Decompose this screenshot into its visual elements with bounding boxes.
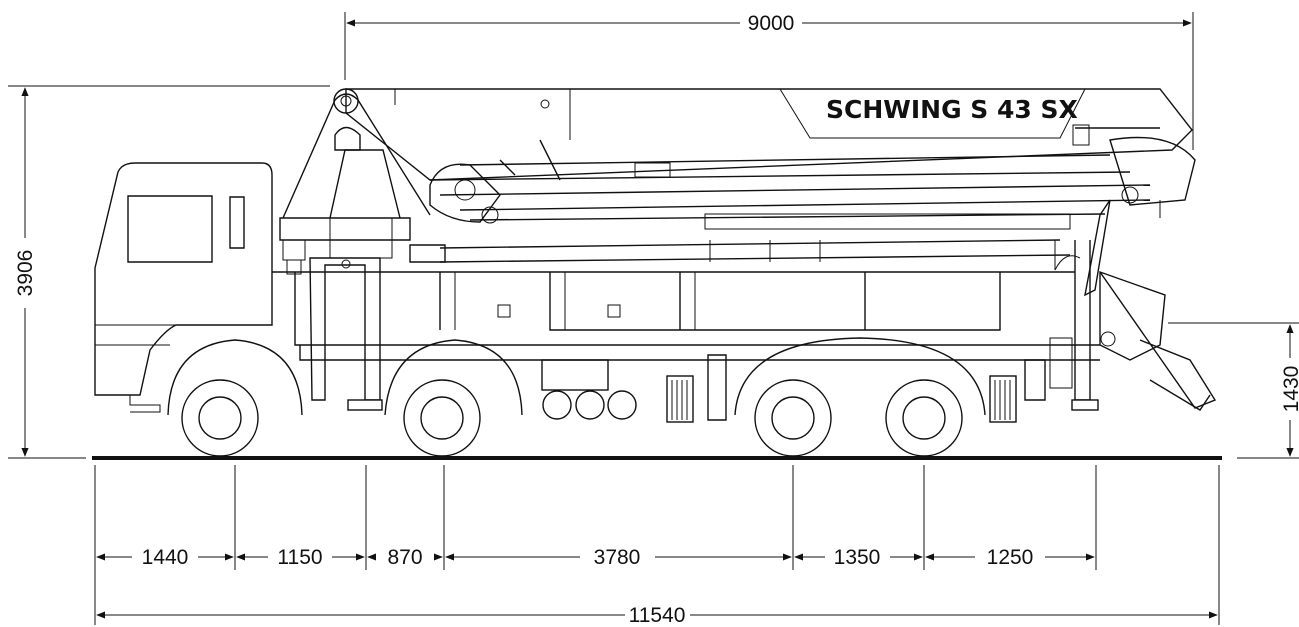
dim-total-height: 3906 [8, 85, 330, 459]
dim-overall-length: 11540 [96, 604, 1218, 627]
dim-segment-1: 1440 [96, 546, 234, 569]
dim-segment-3-label: 870 [387, 546, 422, 569]
wheel-rear-1 [734, 337, 986, 457]
dim-rear-height-label: 1430 [1280, 366, 1299, 413]
concrete-hopper [1024, 271, 1217, 411]
water-tanks [541, 359, 637, 420]
dim-boom-reach: 9000 [344, 12, 1194, 150]
dim-segment-6-label: 1250 [987, 546, 1034, 569]
wheel-front-2 [384, 339, 523, 457]
dim-segment-5: 1350 [794, 546, 923, 569]
dim-extension-lines [94, 465, 1220, 625]
dim-segment-4: 3780 [445, 546, 792, 569]
front-outrigger [309, 217, 393, 411]
dim-segment-3: 870 [367, 546, 443, 569]
truck-drawing: SCHWING S 43 SX [92, 88, 1222, 460]
dim-total-height-label: 3906 [14, 250, 37, 297]
wheels [167, 337, 986, 457]
truck-cab [94, 162, 273, 413]
dim-segment-6: 1250 [925, 546, 1095, 569]
dimension-lines: 9000 3906 1430 [8, 12, 1299, 627]
dim-segment-2: 1150 [236, 546, 365, 569]
rear-outriggers [666, 240, 1099, 423]
dim-segment-4-label: 3780 [594, 546, 641, 569]
wheel-rear-2 [885, 379, 963, 457]
wheel-front-1 [167, 339, 303, 457]
boom-sections [345, 88, 1196, 297]
dim-segment-2-label: 1150 [277, 546, 322, 569]
dim-rear-height: 1430 [1168, 322, 1299, 459]
brand-label: SCHWING S 43 SX [826, 95, 1078, 124]
truck-chassis [272, 271, 1100, 361]
dim-boom-reach-label: 9000 [748, 12, 795, 35]
dim-overall-length-label: 11540 [629, 604, 686, 627]
boom-turret [279, 88, 431, 275]
dim-segment-1-label: 1440 [142, 546, 189, 569]
dim-segment-5-label: 1350 [834, 546, 881, 569]
